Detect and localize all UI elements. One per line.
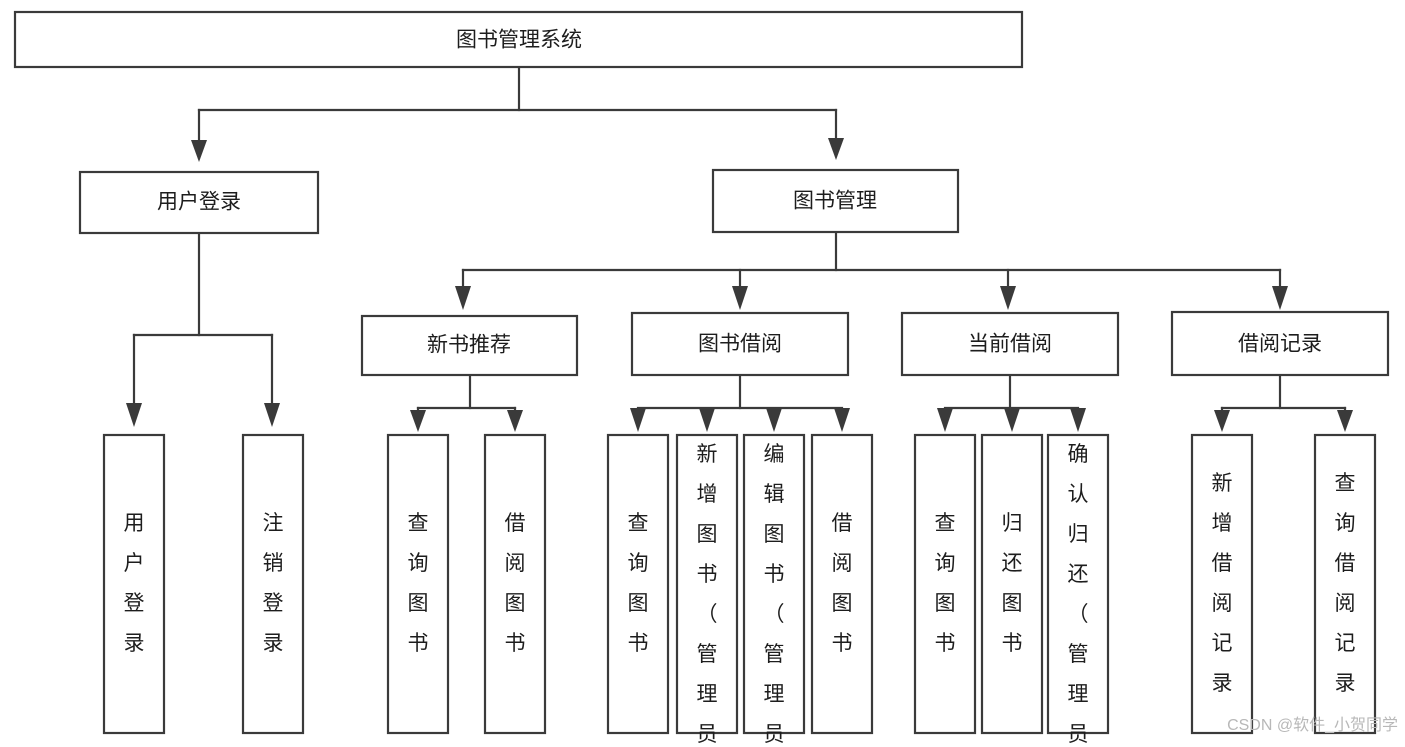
leaf-node-box[interactable]	[980, 433, 1044, 735]
leaf-node-leaf-user-login[interactable]: 用户登录	[102, 433, 166, 735]
leaf-node-box[interactable]	[675, 433, 739, 735]
leaf-node-label: 查询图书	[408, 512, 429, 655]
watermark-label: CSDN @软件_小贺同学	[1227, 716, 1398, 734]
node-new-book-recommend[interactable]: 新书推荐	[360, 314, 579, 377]
arrow-head-leaf-user-login	[126, 403, 142, 427]
node-user-login-label: 用户登录	[157, 191, 241, 214]
leaf-node-box[interactable]	[742, 433, 806, 735]
node-borrow-record-label: 借阅记录	[1238, 333, 1322, 356]
node-book-management[interactable]: 图书管理	[711, 168, 960, 234]
arrow-head-borrow-record	[1272, 286, 1288, 310]
node-borrow-record[interactable]: 借阅记录	[1170, 310, 1390, 377]
leaf-node-leaf-add-record[interactable]: 新增借阅记录	[1190, 433, 1254, 735]
arrow-head-book-borrow	[732, 286, 748, 310]
leaf-node-leaf-borrow-book-recommend[interactable]: 借阅图书	[483, 433, 547, 735]
node-current-borrow[interactable]: 当前借阅	[900, 311, 1120, 377]
arrow-head-leaf-edit-book	[766, 408, 782, 432]
node-book-borrow-box[interactable]	[630, 311, 850, 377]
leaf-node-box[interactable]	[1190, 433, 1254, 735]
arrow-head-leaf-confirm-return	[1070, 408, 1086, 432]
connector-group-new-book-recommend-to-leaves	[410, 373, 523, 432]
leaf-node-label: 用户登录	[124, 512, 145, 655]
leaf-node-label: 编辑图书（管理员）	[764, 443, 785, 747]
leaf-node-label: 查询借阅记录	[1335, 472, 1356, 695]
arrow-head-leaf-logout	[264, 403, 280, 427]
connector-group-book-management-to-level3	[455, 230, 1288, 310]
node-root[interactable]: 图书管理系统	[13, 10, 1024, 69]
leaf-node-leaf-add-book[interactable]: 新增图书（管理员）	[675, 433, 739, 747]
leaf-node-box[interactable]	[913, 433, 977, 735]
leaf-node-box[interactable]	[386, 433, 450, 735]
leaf-node-box[interactable]	[1313, 433, 1377, 735]
leaf-node-leaf-query-book-borrow[interactable]: 查询图书	[606, 433, 670, 735]
connector-group-book-borrow-to-leaves	[630, 373, 850, 432]
arrow-head-leaf-query-book-current	[937, 408, 953, 432]
node-user-login[interactable]: 用户登录	[78, 170, 320, 235]
node-new-book-recommend-label: 新书推荐	[427, 334, 511, 357]
arrow-head-leaf-borrow-book	[834, 408, 850, 432]
leaf-node-box[interactable]	[483, 433, 547, 735]
leaf-node-label: 注销登录	[263, 512, 284, 655]
leaf-node-leaf-return-book[interactable]: 归还图书	[980, 433, 1044, 735]
connector-group-user-login-to-leaves	[126, 231, 280, 427]
leaf-node-leaf-confirm-return[interactable]: 确认归还（管理员）	[1046, 433, 1110, 747]
connector-group-current-borrow-to-leaves	[937, 373, 1086, 432]
leaf-node-label: 借阅图书	[505, 512, 526, 655]
node-borrow-record-box[interactable]	[1170, 310, 1390, 377]
arrow-head-user-login	[191, 140, 207, 162]
leaf-node-label: 新增图书（管理员）	[697, 443, 718, 747]
arrow-head-leaf-query-book-recommend	[410, 410, 426, 432]
arrow-head-leaf-add-record	[1214, 410, 1230, 432]
leaf-node-box[interactable]	[1046, 433, 1110, 735]
leaf-node-leaf-borrow-book[interactable]: 借阅图书	[810, 433, 874, 735]
node-new-book-recommend-box[interactable]	[360, 314, 579, 377]
arrow-head-leaf-return-book	[1004, 408, 1020, 432]
arrow-head-leaf-query-book-borrow	[630, 408, 646, 432]
connector-group-root-to-level2	[191, 65, 844, 162]
leaf-node-label: 确认归还（管理员）	[1068, 443, 1089, 747]
arrow-head-leaf-add-book	[699, 408, 715, 432]
arrow-head-leaf-query-record	[1337, 410, 1353, 432]
leaf-node-box[interactable]	[102, 433, 166, 735]
node-user-login-box[interactable]	[78, 170, 320, 235]
arrow-head-book-management	[828, 138, 844, 160]
leaf-node-leaf-query-book-recommend[interactable]: 查询图书	[386, 433, 450, 735]
leaf-node-leaf-query-book-current[interactable]: 查询图书	[913, 433, 977, 735]
leaf-node-layer: 用户登录 注销登录 查询图书 借阅图书 查询图书 新增图书（管理员） 编辑图书（管理员） 借阅…	[102, 433, 1377, 747]
leaf-node-label: 新增借阅记录	[1212, 472, 1233, 695]
arrow-head-leaf-borrow-book-recommend	[507, 410, 523, 432]
node-current-borrow-label: 当前借阅	[968, 333, 1052, 356]
connector-group-borrow-record-to-leaves	[1214, 373, 1353, 432]
node-book-borrow[interactable]: 图书借阅	[630, 311, 850, 377]
node-book-management-label: 图书管理	[793, 190, 877, 213]
arrow-head-current-borrow	[1000, 286, 1016, 310]
leaf-node-box[interactable]	[241, 433, 305, 735]
leaf-node-leaf-logout[interactable]: 注销登录	[241, 433, 305, 735]
leaf-node-leaf-query-record[interactable]: 查询借阅记录	[1313, 433, 1377, 735]
node-root-label: 图书管理系统	[456, 29, 582, 52]
node-current-borrow-box[interactable]	[900, 311, 1120, 377]
leaf-node-label: 借阅图书	[832, 512, 853, 655]
node-book-management-box[interactable]	[711, 168, 960, 234]
leaf-node-box[interactable]	[606, 433, 670, 735]
node-book-borrow-label: 图书借阅	[698, 333, 782, 356]
node-root-box[interactable]	[13, 10, 1024, 69]
leaf-node-label: 查询图书	[935, 512, 956, 655]
leaf-node-label: 归还图书	[1002, 512, 1023, 655]
arrow-head-new-book-recommend	[455, 286, 471, 310]
leaf-node-label: 查询图书	[628, 512, 649, 655]
leaf-node-leaf-edit-book[interactable]: 编辑图书（管理员）	[742, 433, 806, 747]
leaf-node-box[interactable]	[810, 433, 874, 735]
